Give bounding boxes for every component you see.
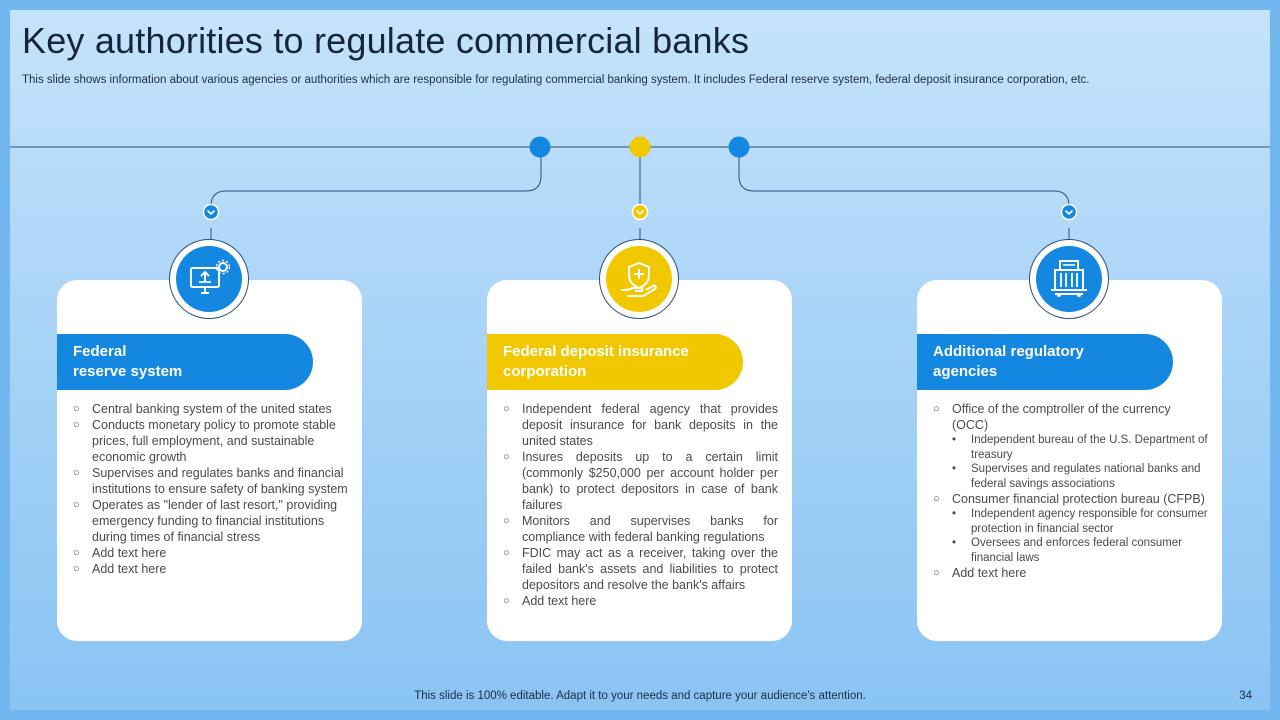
list-item: ○Monitors and supervises banks for compl…	[503, 514, 778, 544]
card-icon-ring	[599, 239, 679, 319]
hand-shield-icon	[606, 246, 672, 312]
timeline-node-yellow	[629, 136, 651, 158]
timeline-node-blue-right	[728, 136, 750, 158]
card-header-line2: agencies	[933, 363, 998, 380]
card-header-line1: Additional regulatory	[933, 343, 1084, 360]
chevron-down-icon	[631, 203, 649, 221]
card-bullet-list: ○Independent federal agency that provide…	[503, 401, 778, 609]
card-fdic: Federal deposit insurance corporation ○I…	[487, 239, 792, 641]
card-bullet-list: ○Central banking system of the united st…	[73, 401, 348, 577]
sub-list-item: •Independent agency responsible for cons…	[952, 508, 1208, 535]
list-item: ○Add text here	[73, 546, 167, 560]
connector-right	[738, 147, 1070, 212]
sub-list-item: •Supervises and regulates national banks…	[952, 463, 1201, 490]
sub-bullet-list: •Independent bureau of the U.S. Departme…	[952, 433, 1208, 491]
footer-note: This slide is 100% editable. Adapt it to…	[414, 690, 866, 702]
list-item: ○Independent federal agency that provide…	[503, 402, 778, 448]
card-header-line1: Federal deposit insurance	[503, 343, 689, 360]
timeline-node-blue-left	[529, 136, 551, 158]
card-header: Federal reserve system	[57, 334, 313, 390]
list-item: ○Add text here	[933, 566, 1027, 580]
sub-list-item: •Independent bureau of the U.S. Departme…	[952, 434, 1208, 461]
list-item: ○Add text here	[503, 594, 597, 608]
card-icon-ring	[169, 239, 249, 319]
sub-list-item: •Oversees and enforces federal consumer …	[952, 537, 1182, 564]
card-header-line1: Federal	[73, 343, 127, 360]
list-item: ○Office of the comptroller of the curren…	[933, 402, 1208, 491]
chevron-down-icon	[202, 203, 220, 221]
list-item: ○Conducts monetary policy to promote sta…	[73, 418, 336, 464]
card-header: Additional regulatory agencies	[917, 334, 1173, 390]
slide: Key authorities to regulate commercial b…	[10, 10, 1270, 710]
list-item: ○Supervises and regulates banks and fina…	[73, 466, 348, 496]
list-item: ○Central banking system of the united st…	[73, 402, 332, 416]
list-item: ○FDIC may act as a receiver, taking over…	[503, 546, 778, 592]
list-item: ○Consumer financial protection bureau (C…	[933, 492, 1208, 565]
timeline-connectors	[10, 136, 1270, 240]
card-header-line2: reserve system	[73, 363, 183, 380]
monitor-upload-gear-icon	[176, 246, 242, 312]
card-header-line2: corporation	[503, 363, 587, 380]
slide-subtitle: This slide shows information about vario…	[22, 74, 1090, 86]
card-header: Federal deposit insurance corporation	[487, 334, 743, 390]
chevron-down-icon	[1060, 203, 1078, 221]
bank-building-icon	[1036, 246, 1102, 312]
list-item: ○Operates as "lender of last resort," pr…	[73, 498, 338, 544]
sub-bullet-list: •Independent agency responsible for cons…	[952, 507, 1208, 565]
card-federal-reserve: Federal reserve system ○Central banking …	[57, 239, 362, 641]
card-bullet-list: ○Office of the comptroller of the curren…	[933, 401, 1208, 581]
card-additional-agencies: Additional regulatory agencies ○Office o…	[917, 239, 1222, 641]
page-number: 34	[1239, 690, 1252, 702]
list-item: ○Insures deposits up to a certain limit …	[503, 450, 778, 512]
connector-left	[210, 147, 542, 212]
card-icon-ring	[1029, 239, 1109, 319]
slide-title: Key authorities to regulate commercial b…	[22, 20, 750, 61]
list-item: ○Add text here	[73, 562, 167, 576]
